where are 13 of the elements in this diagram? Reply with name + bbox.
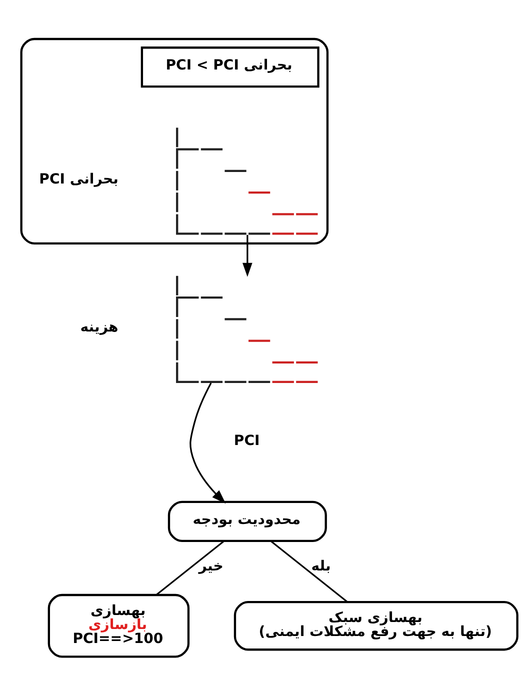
arrow xyxy=(190,382,226,504)
label: PCI xyxy=(234,432,260,449)
label: PCI بحرانی xyxy=(39,170,118,187)
edge-label: خیر xyxy=(198,558,224,574)
label: هزینه xyxy=(80,318,118,335)
node-box: محدودیت بودجه xyxy=(168,500,327,542)
node-box: PCI < PCI بحرانی xyxy=(140,46,320,88)
node-box: بهسازی سبک (تنها به جهت رفع مشکلات ایمنی) xyxy=(234,600,518,650)
edge-label: بله xyxy=(311,558,331,574)
connector xyxy=(156,540,225,595)
connector xyxy=(270,540,348,602)
arrow xyxy=(242,234,252,276)
cluster xyxy=(20,37,329,244)
